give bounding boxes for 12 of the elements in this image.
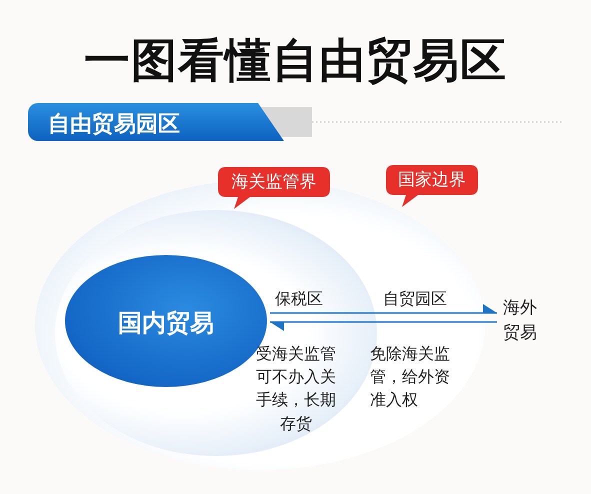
destination-label: 海外贸易 (503, 296, 549, 346)
section-banner: 自由贸易园区 (28, 103, 284, 141)
callout-bubble: 海关监管界 (218, 167, 330, 209)
arrow (270, 321, 497, 331)
zone-name: 国内贸易 (117, 308, 215, 339)
title: 一图看懂自由贸易区 (83, 32, 508, 89)
zone-name: 保税区 (275, 288, 324, 310)
arrow (270, 304, 497, 314)
callout-bubble: 国家边界 (386, 165, 478, 207)
zone-description: 受海关监管可不办入关手续，长期存货 (255, 343, 337, 435)
zone-name: 自贸园区 (383, 288, 448, 310)
zone-description: 免除海关监管，给外资准入权 (370, 343, 451, 412)
